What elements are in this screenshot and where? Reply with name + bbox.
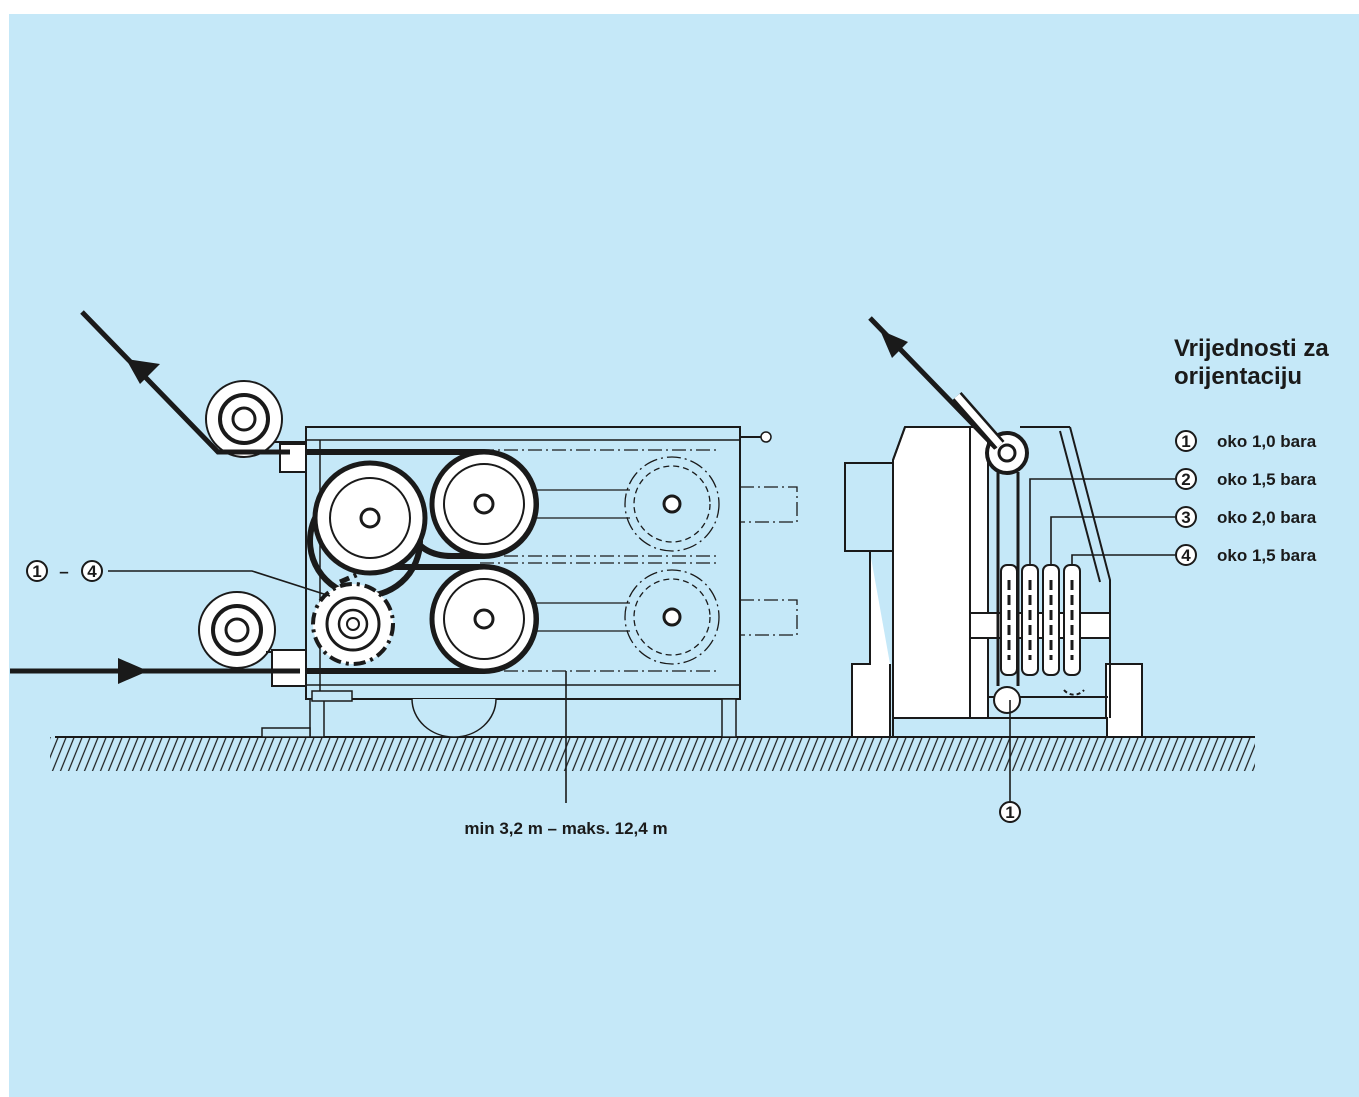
legend-item-text: oko 1,0 bara bbox=[1217, 432, 1317, 451]
range-from-number: 1 bbox=[32, 562, 41, 581]
legend-title-line1: Vrijednosti za bbox=[1174, 335, 1329, 362]
legend-item-number: 4 bbox=[1181, 546, 1191, 565]
legend-item-text: oko 1,5 bara bbox=[1217, 470, 1317, 489]
web-entry-arrow bbox=[118, 658, 148, 684]
legend-title-line2: orijentaciju bbox=[1174, 363, 1302, 390]
legend-item-number: 2 bbox=[1181, 470, 1190, 489]
length-range-label: min 3,2 m – maks. 12,4 m bbox=[464, 819, 667, 838]
leader-lines bbox=[108, 570, 567, 803]
legend-leaders bbox=[1009, 478, 1175, 802]
range-to-number: 4 bbox=[87, 562, 97, 581]
ground bbox=[50, 736, 1255, 771]
bottom-marker-number: 1 bbox=[1005, 803, 1014, 822]
web-exit-arrow bbox=[126, 359, 160, 384]
legend-item-4: 4 oko 1,5 bara bbox=[1175, 544, 1317, 566]
legend-item-1: 1 oko 1,0 bara bbox=[1175, 430, 1317, 452]
range-separator: – bbox=[59, 562, 68, 581]
legend-item-number: 1 bbox=[1181, 432, 1190, 451]
bottom-marker: 1 bbox=[999, 801, 1021, 823]
range-callout: 1 – 4 bbox=[26, 560, 103, 582]
legend-item-3: 3 oko 2,0 bara bbox=[1175, 506, 1317, 528]
legend-item-2: 2 oko 1,5 bara bbox=[1175, 468, 1317, 490]
front-web-exit-arrow bbox=[880, 330, 908, 358]
legend-item-text: oko 2,0 bara bbox=[1217, 508, 1317, 527]
legend-item-text: oko 1,5 bara bbox=[1217, 546, 1317, 565]
front-view-machine bbox=[844, 316, 1143, 738]
orientation-legend: Vrijednosti za orijentaciju 1 oko 1,0 ba… bbox=[1174, 335, 1329, 566]
legend-item-number: 3 bbox=[1181, 508, 1190, 527]
side-view-machine bbox=[10, 310, 798, 738]
